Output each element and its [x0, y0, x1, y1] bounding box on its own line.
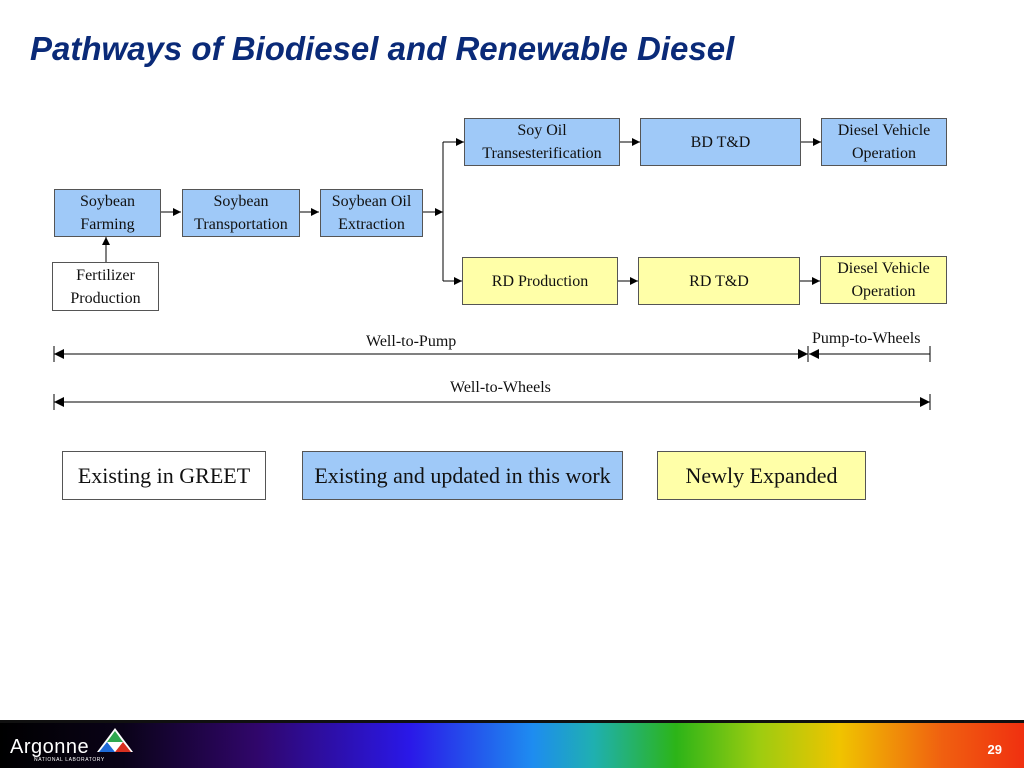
node-diesel-vehicle-operation-rd: Diesel Vehicle Operation [820, 256, 947, 304]
node-label: BD T&D [690, 133, 751, 151]
legend-label: Newly Expanded [685, 463, 838, 488]
legend-label: Existing in GREET [77, 463, 251, 488]
legend-existing-in-greet: Existing in GREET [62, 451, 266, 500]
node-label: Soybean Oil Extraction [331, 193, 412, 233]
node-soybean-farming: Soybean Farming [54, 189, 161, 237]
logo-text: Argonne [10, 736, 90, 758]
node-bd-td: BD T&D [640, 118, 801, 166]
node-label: Soy Oil Transesterification [482, 122, 602, 162]
slide-title: Pathways of Biodiesel and Renewable Dies… [30, 30, 735, 67]
node-rd-production: RD Production [462, 257, 618, 305]
legend-existing-updated: Existing and updated in this work [302, 451, 623, 500]
well-to-pump-label: Well-to-Pump [366, 333, 457, 350]
pump-to-wheels-label: Pump-to-Wheels [812, 330, 921, 347]
node-soy-oil-transesterification: Soy Oil Transesterification [464, 118, 620, 166]
node-rd-td: RD T&D [638, 257, 800, 305]
legend-newly-expanded: Newly Expanded [657, 451, 866, 500]
argonne-triangle-icon [97, 728, 133, 752]
node-label: Diesel Vehicle Operation [837, 260, 930, 300]
node-label: RD Production [491, 272, 589, 290]
node-label: Diesel Vehicle Operation [837, 122, 931, 162]
page-number: 29 [987, 742, 1002, 757]
node-label: RD T&D [689, 272, 749, 290]
node-label: Fertilizer Production [70, 266, 141, 307]
logo-subtext: NATIONAL LABORATORY [34, 757, 105, 763]
legend-label: Existing and updated in this work [314, 463, 611, 488]
node-label: Soybean Transportation [194, 193, 288, 233]
well-to-wheels-label: Well-to-Wheels [450, 379, 551, 396]
argonne-logo: Argonne [10, 736, 89, 759]
node-label: Soybean Farming [79, 193, 136, 233]
footer-spectrum-bar [0, 720, 1024, 768]
node-fertilizer-production: Fertilizer Production [52, 262, 159, 311]
node-soybean-transportation: Soybean Transportation [182, 189, 300, 237]
node-soybean-oil-extraction: Soybean Oil Extraction [320, 189, 423, 237]
node-diesel-vehicle-operation-bd: Diesel Vehicle Operation [821, 118, 947, 166]
